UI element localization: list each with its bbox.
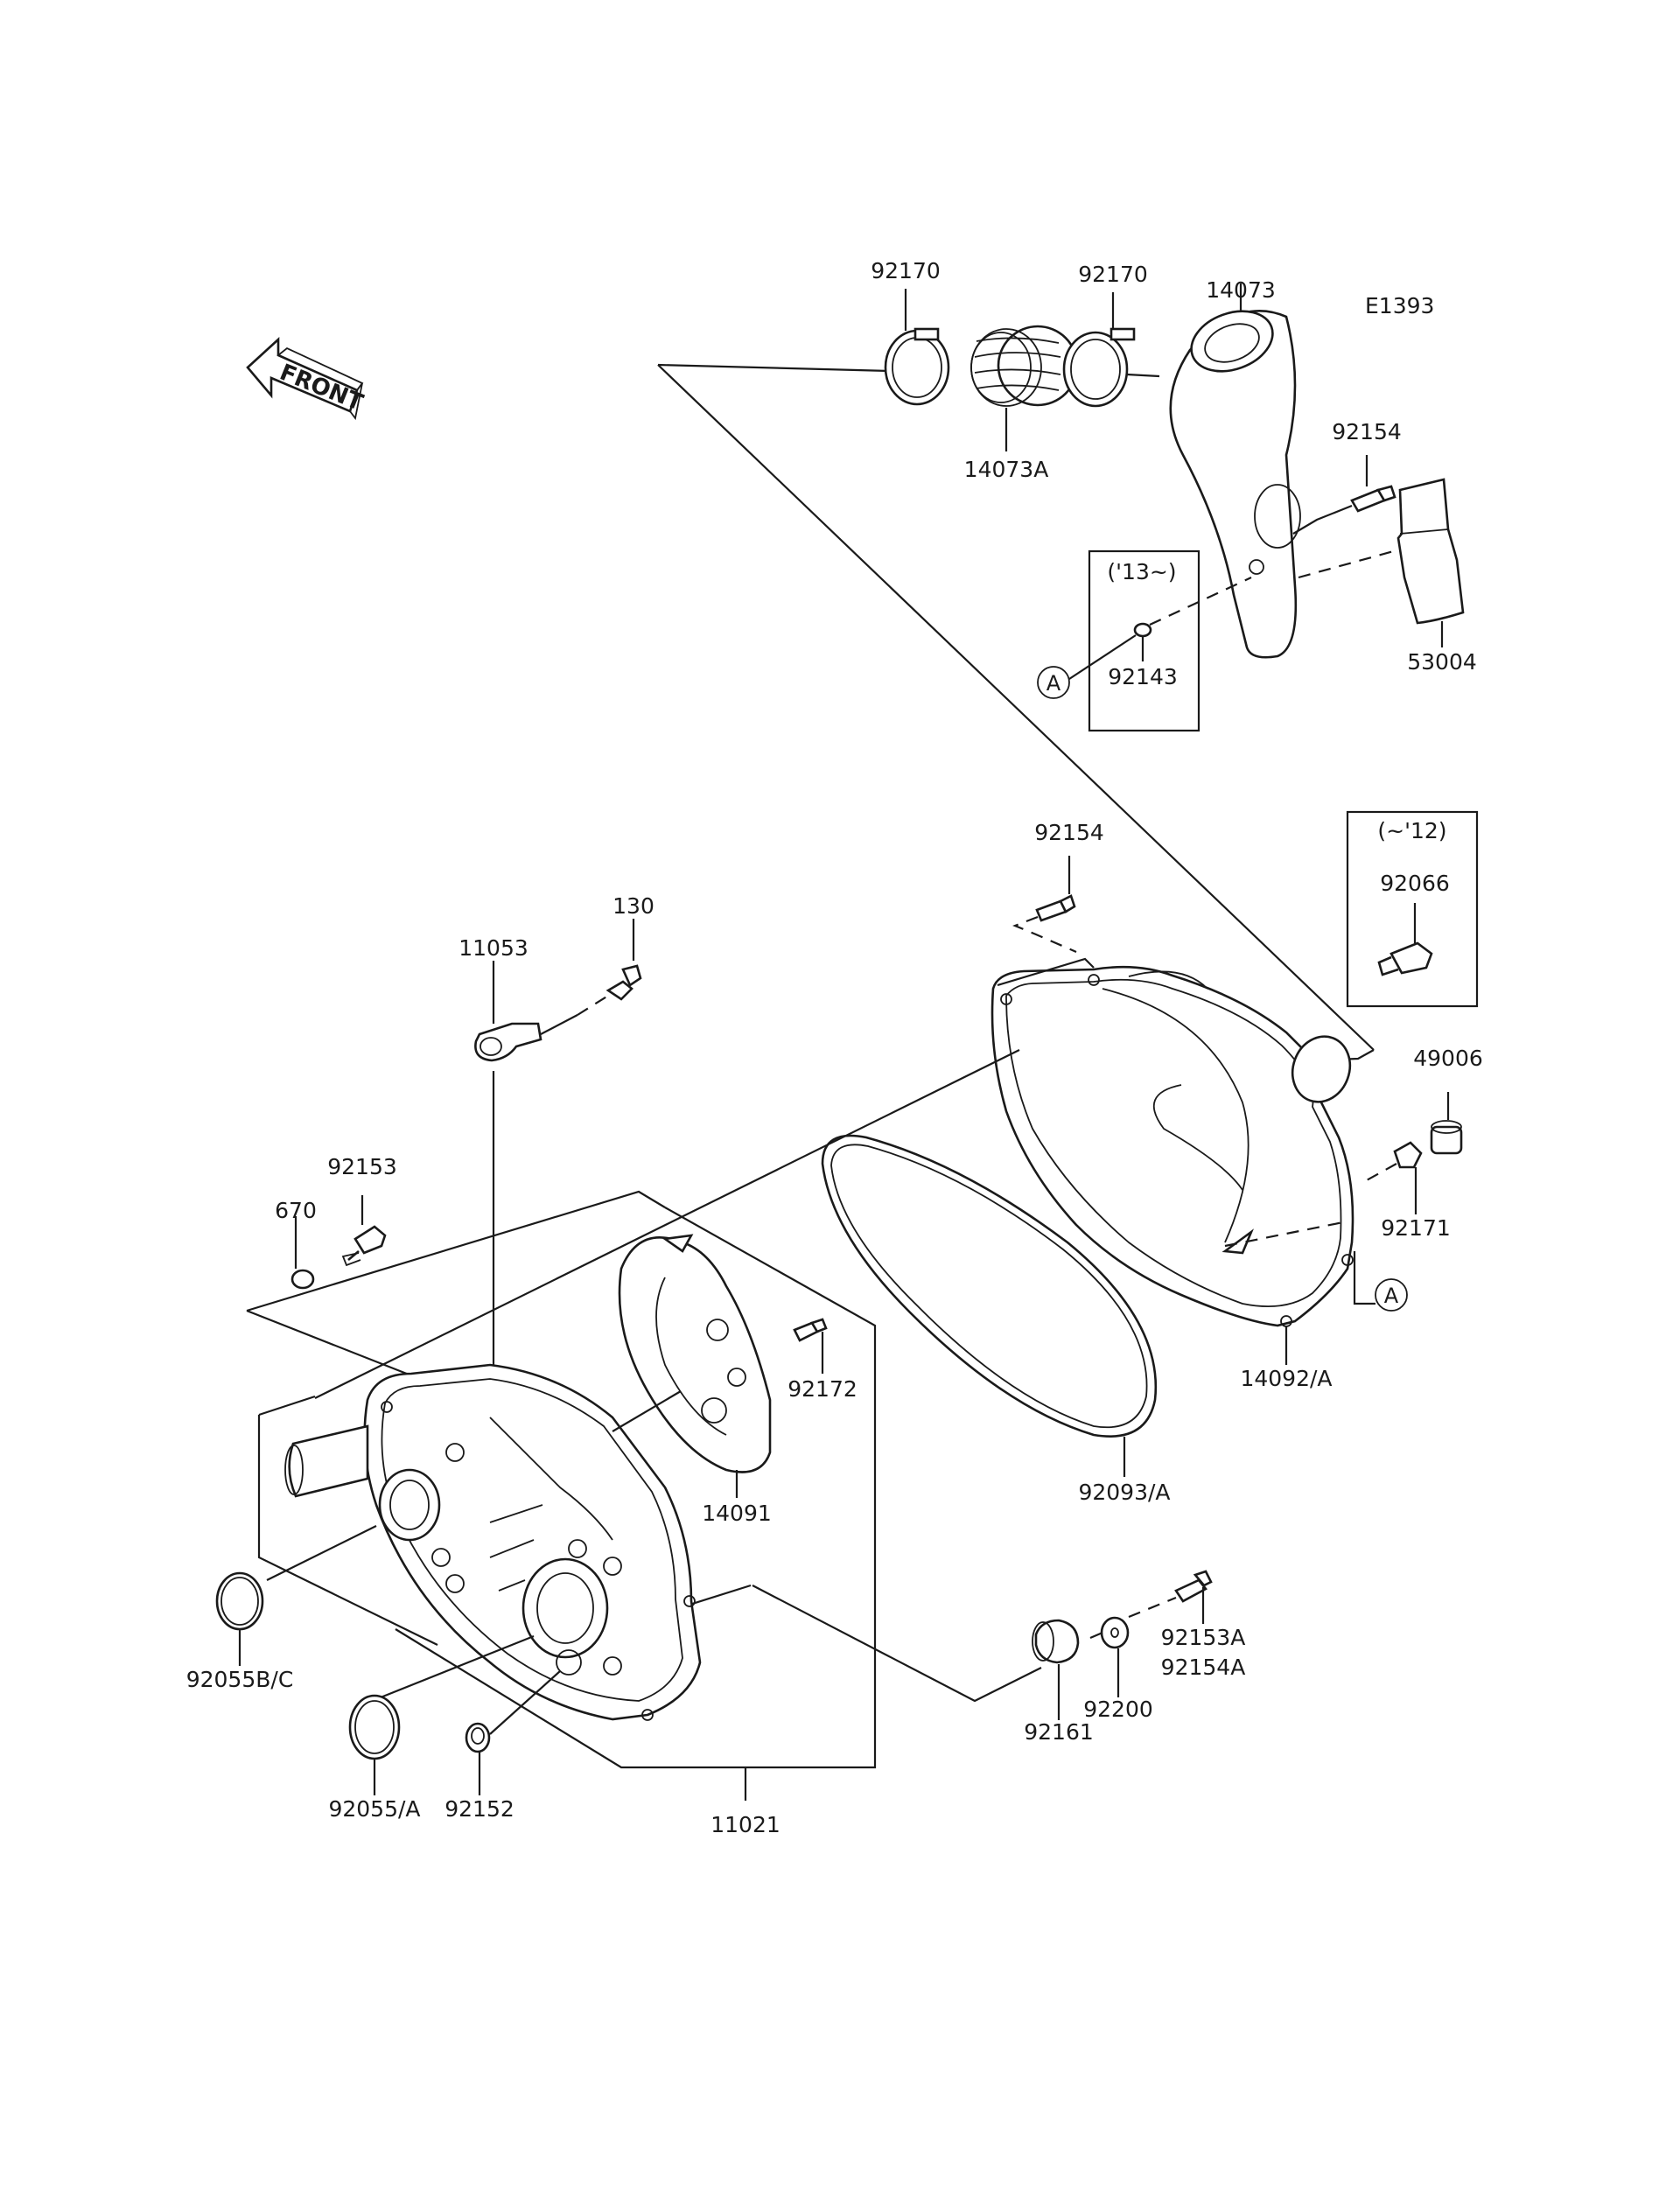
label-130: 130 <box>612 893 654 919</box>
label-11053: 11053 <box>458 935 528 961</box>
o-ring-92055A <box>348 1694 401 1760</box>
front-label: FRONT <box>276 360 367 416</box>
label-92170-left: 92170 <box>871 258 941 283</box>
front-arrow-icon: FRONT <box>246 337 367 421</box>
screw-92154-top <box>1350 485 1396 513</box>
label-92170-right: 92170 <box>1078 262 1148 287</box>
label-92093A: 92093/A <box>1078 1480 1170 1505</box>
label-92055A: 92055/A <box>328 1796 420 1822</box>
variant-box-13: ('13~) <box>1068 549 1252 732</box>
label-11021: 11021 <box>710 1812 780 1837</box>
svg-text:A: A <box>1046 671 1061 696</box>
label-92055BC: 92055B/C <box>186 1667 294 1692</box>
bolt-92153A <box>1174 1570 1213 1603</box>
bracket-11053 <box>474 1014 578 1062</box>
label-92200: 92200 <box>1083 1697 1153 1722</box>
tag-53004 <box>1396 478 1465 625</box>
diagram-code: E1393 <box>1365 293 1434 318</box>
hose-14073A <box>970 325 1079 407</box>
label-14073A: 14073A <box>964 457 1049 482</box>
label-49006: 49006 <box>1413 1046 1483 1071</box>
label-14092A: 14092/A <box>1240 1366 1332 1391</box>
label-14091: 14091 <box>702 1501 772 1526</box>
bolt-92153 <box>341 1225 387 1267</box>
grommet-49006 <box>1430 1120 1463 1155</box>
label-92154A: 92154A <box>1161 1655 1246 1680</box>
inner-cover-11021 <box>284 1363 702 1721</box>
label-92153: 92153 <box>327 1154 397 1179</box>
label-53004: 53004 <box>1407 649 1477 675</box>
label-670: 670 <box>275 1198 317 1223</box>
label-92066: 92066 <box>1380 871 1450 896</box>
label-92154-top: 92154 <box>1332 419 1402 444</box>
label-14073: 14073 <box>1206 277 1276 303</box>
plug-92152 <box>465 1722 491 1753</box>
clamp-92170-left <box>884 327 950 406</box>
screw-92171 <box>1393 1141 1423 1169</box>
variant-label-12: (~'12) <box>1377 818 1446 843</box>
label-92153A: 92153A <box>1161 1625 1246 1650</box>
o-ring-92055BC <box>215 1571 264 1631</box>
label-92152: 92152 <box>444 1796 514 1822</box>
washer-92200 <box>1100 1616 1130 1649</box>
screw-92172 <box>793 1318 828 1342</box>
screw-92154-middle <box>1035 894 1076 922</box>
label-92143: 92143 <box>1108 664 1178 689</box>
bolt-130 <box>606 964 642 1001</box>
label-92154-middle: 92154 <box>1034 820 1104 845</box>
label-92172: 92172 <box>788 1376 858 1402</box>
plate-14091 <box>618 1234 772 1473</box>
damper-92161 <box>1032 1619 1080 1664</box>
variant-box-12: (~'12) <box>1346 810 1479 1008</box>
label-92171: 92171 <box>1381 1215 1451 1241</box>
label-92161: 92161 <box>1024 1719 1094 1745</box>
clamp-92170-right <box>1062 327 1160 408</box>
o-ring-670 <box>290 1269 315 1290</box>
svg-text:A: A <box>1384 1284 1399 1308</box>
outer-cover-14092 <box>990 965 1354 1327</box>
duct-14073 <box>1169 310 1301 659</box>
drive-belt-92093 <box>821 1134 1158 1438</box>
ref-marker-a-top: A <box>1037 666 1070 699</box>
ref-marker-a-bottom: A <box>1375 1278 1408 1312</box>
variant-label-13: ('13~) <box>1107 559 1176 584</box>
